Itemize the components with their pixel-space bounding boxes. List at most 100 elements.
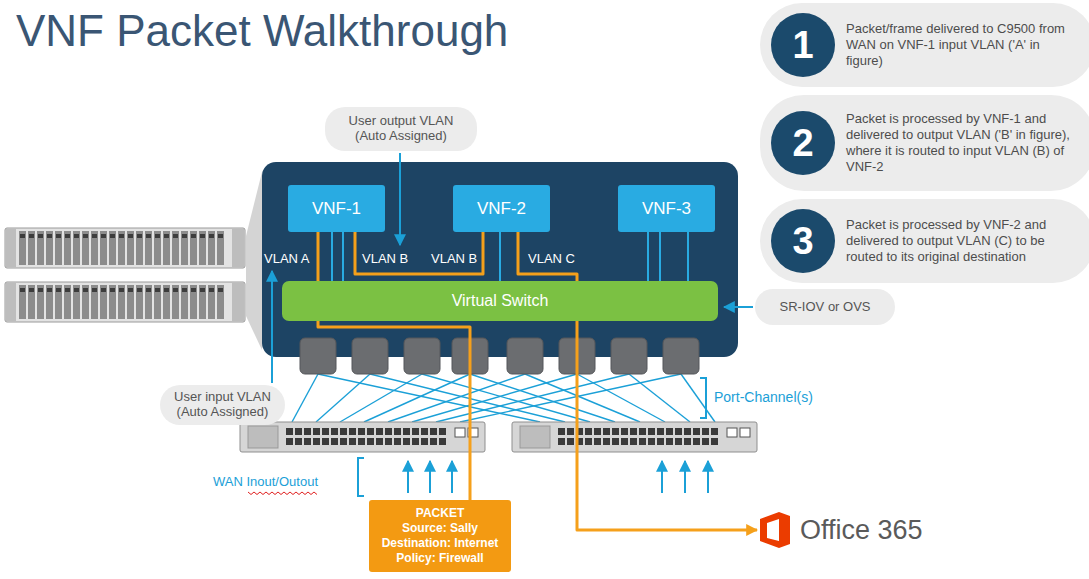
- callout-number: 2: [792, 124, 813, 162]
- vnf-interface-line: [331, 232, 333, 281]
- nic-ports: [300, 338, 699, 374]
- virtual-switch-bar: Virtual Switch: [282, 281, 718, 321]
- switch-chassis: [240, 422, 485, 452]
- packet-field: Source: Sally: [402, 521, 478, 536]
- port-channel-line: [316, 374, 370, 422]
- switch-uplink: [455, 428, 465, 437]
- wan-arrow: [684, 461, 686, 493]
- port-channel-line: [629, 374, 690, 422]
- note-callout: User input VLAN (Auto Assigned): [160, 385, 285, 425]
- port-channel-line: [681, 374, 715, 422]
- wan-bracket: [358, 458, 364, 496]
- wan-arrow: [407, 461, 409, 493]
- nic-port: [611, 338, 647, 374]
- leader-arrow: [724, 306, 753, 308]
- switch-uplink: [727, 428, 737, 437]
- vlan-label: VLAN C: [528, 251, 575, 266]
- vlan-label: VLAN A: [264, 251, 310, 266]
- server-handle: [232, 229, 244, 267]
- port-channel-line: [422, 374, 590, 422]
- port-channel-line: [577, 374, 665, 422]
- note-callout: User output VLAN (Auto Assigned): [325, 107, 477, 151]
- vnf-name: VNF-3: [642, 199, 691, 219]
- vnf-interface-line: [647, 232, 649, 281]
- office-logo: [760, 511, 790, 549]
- vnf-interface-line: [687, 232, 689, 281]
- vnf-interfaces: [332, 232, 688, 281]
- vnf-box: VNF-2: [453, 185, 550, 232]
- wan-arrow: [451, 461, 453, 493]
- callout-arrows: [272, 153, 753, 383]
- wan-arrow: [429, 461, 431, 493]
- vlan-label: VLAN B: [431, 251, 477, 266]
- vnf-name: VNF-2: [477, 199, 526, 219]
- port-channel-line: [460, 374, 681, 422]
- server-handle: [6, 229, 16, 267]
- callout-text: User output VLAN (Auto Assigned): [337, 114, 465, 144]
- step-text: Packet is processed by VNF-2 and deliver…: [846, 217, 1071, 266]
- wan-arrows: [358, 378, 708, 496]
- leader-arrow: [271, 271, 273, 383]
- switch-port-grid: [285, 427, 447, 447]
- server-handle: [6, 283, 16, 321]
- callout-number: 1: [792, 26, 813, 64]
- step-number: 3: [771, 209, 835, 273]
- switch-port-grid: [557, 427, 719, 447]
- packet-box: PACKETSource: SallyDestination: Internet…: [369, 500, 511, 572]
- port-channel-line: [364, 374, 470, 422]
- office-logo-shape: [760, 512, 790, 548]
- connectors: [318, 232, 757, 530]
- vnf-interface-line: [659, 232, 661, 281]
- packet-field: Destination: Internet: [382, 536, 499, 551]
- wan-arrow: [707, 461, 709, 493]
- switch-right: [512, 422, 757, 452]
- step-callout: Packet/frame delivered to C9500 from WAN…: [760, 3, 1089, 87]
- wan-arrow: [661, 461, 663, 493]
- step-callout: Packet is processed by VNF-2 and deliver…: [760, 199, 1089, 283]
- switch-name: Virtual Switch: [452, 292, 549, 310]
- port-channel-line: [525, 374, 640, 422]
- port-channel-bracket: [700, 378, 706, 418]
- step-callout: Packet is processed by VNF-1 and deliver…: [760, 95, 1089, 191]
- packet-field: PACKET: [416, 506, 464, 521]
- port-channel-label: Port-Channel(s): [714, 389, 813, 405]
- packet-field: Policy: Firewall: [396, 551, 483, 566]
- destination-service: Office 365: [760, 510, 980, 550]
- switch-chassis: [512, 422, 757, 452]
- vnf-box: VNF-1: [288, 185, 385, 232]
- nic-port: [404, 338, 440, 374]
- port-channel-links: [292, 374, 715, 422]
- step-text: Packet is processed by VNF-1 and deliver…: [846, 111, 1071, 176]
- packet-path: [518, 232, 757, 530]
- nic-port: [352, 338, 388, 374]
- vnf-name: VNF-1: [312, 199, 361, 219]
- packet-path: [355, 232, 483, 274]
- nic-port: [663, 338, 699, 374]
- zoom-wedge: [246, 172, 262, 350]
- callout-number: 3: [792, 222, 813, 260]
- nic-port: [300, 338, 336, 374]
- callout-text: User input VLAN (Auto Assigned): [172, 390, 273, 420]
- server-chassis: [5, 282, 245, 322]
- port-channel-line: [292, 374, 318, 422]
- nic-port: [507, 338, 543, 374]
- vnf-interface-line: [342, 232, 344, 281]
- vnf-interface-line: [499, 232, 501, 281]
- switch-left: [240, 422, 485, 452]
- server-drive-bays: [18, 231, 225, 265]
- switch-uplink: [740, 428, 750, 437]
- spellcheck-squiggle: [248, 492, 317, 495]
- server-chassis: [5, 228, 245, 268]
- port-channel-line: [370, 374, 565, 422]
- note-callout: SR-IOV or OVS: [755, 289, 895, 325]
- step-text: Packet/frame delivered to C9500 from WAN…: [846, 21, 1071, 70]
- server-stack: [5, 228, 245, 322]
- diagram-title: VNF Packet Walkthrough: [16, 6, 508, 56]
- wan-label: WAN Inout/Outout: [213, 474, 318, 489]
- vlan-label: VLAN B: [362, 251, 408, 266]
- step-number: 1: [771, 13, 835, 77]
- packet-path: [318, 232, 470, 500]
- leader-arrow: [399, 153, 401, 245]
